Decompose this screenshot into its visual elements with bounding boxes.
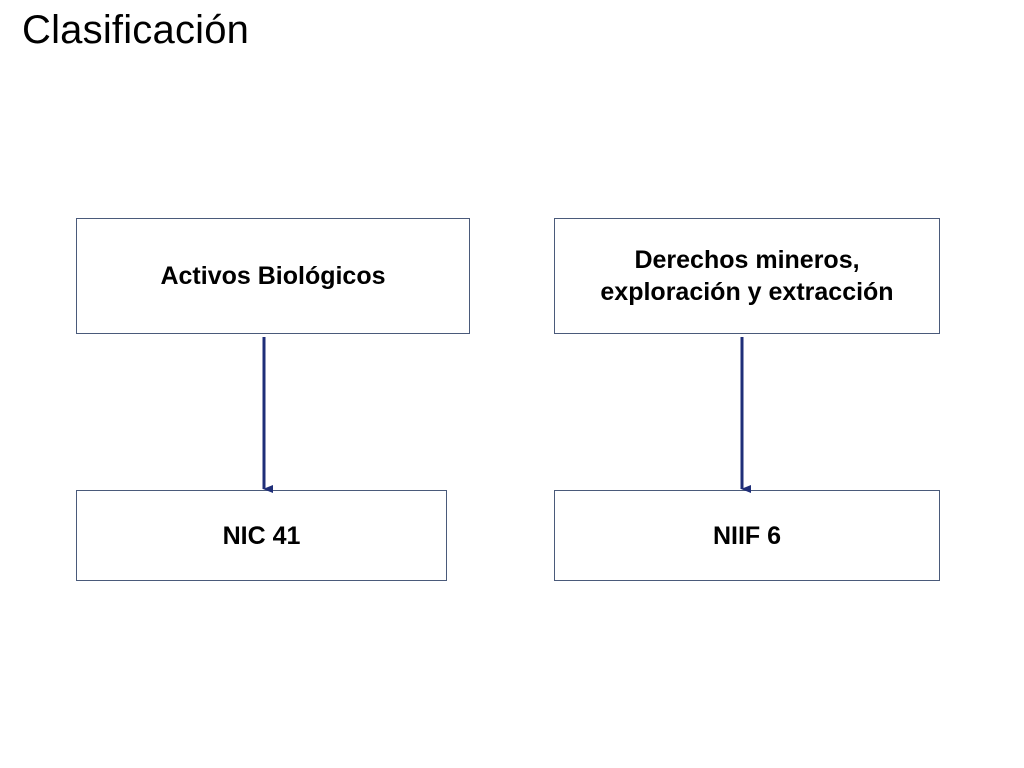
node-derechos-mineros: Derechos mineros, exploración y extracci…: [554, 218, 940, 334]
node-activos-biologicos: Activos Biológicos: [76, 218, 470, 334]
node-label: NIC 41: [222, 521, 301, 550]
node-label: NIIF 6: [712, 521, 782, 550]
page-title: Clasificación: [22, 8, 250, 52]
node-niif-6: NIIF 6: [554, 490, 940, 581]
node-label: Activos Biológicos: [160, 262, 386, 290]
node-label: Derechos mineros, exploración y extracci…: [600, 246, 894, 306]
node-nic-41: NIC 41: [76, 490, 447, 581]
